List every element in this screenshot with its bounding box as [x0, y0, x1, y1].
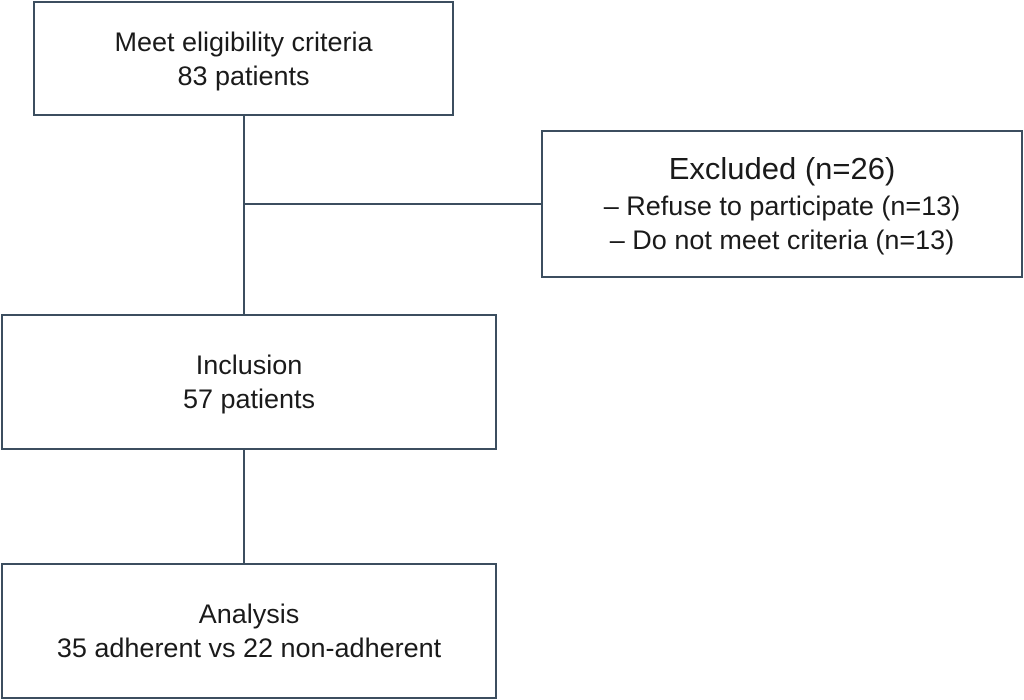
excluded-box: Excluded (n=26) – Refuse to participate … — [541, 130, 1023, 278]
inclusion-title: Inclusion — [195, 350, 303, 380]
analysis-detail: 35 adherent vs 22 non-adherent — [56, 633, 442, 663]
inclusion-count: 57 patients — [182, 384, 316, 414]
connector-eligibility-to-inclusion — [243, 116, 245, 314]
excluded-reason-criteria: – Do not meet criteria (n=13) — [609, 225, 955, 255]
inclusion-box: Inclusion 57 patients — [1, 314, 497, 450]
eligibility-count: 83 patients — [177, 60, 310, 91]
eligibility-title: Meet eligibility criteria — [114, 26, 373, 57]
connector-to-excluded — [243, 203, 541, 205]
analysis-title: Analysis — [198, 599, 300, 629]
excluded-title: Excluded (n=26) — [668, 151, 896, 186]
eligibility-box: Meet eligibility criteria 83 patients — [33, 1, 454, 116]
analysis-box: Analysis 35 adherent vs 22 non-adherent — [1, 563, 497, 699]
connector-inclusion-to-analysis — [243, 450, 245, 563]
excluded-reason-refuse: – Refuse to participate (n=13) — [603, 191, 961, 221]
